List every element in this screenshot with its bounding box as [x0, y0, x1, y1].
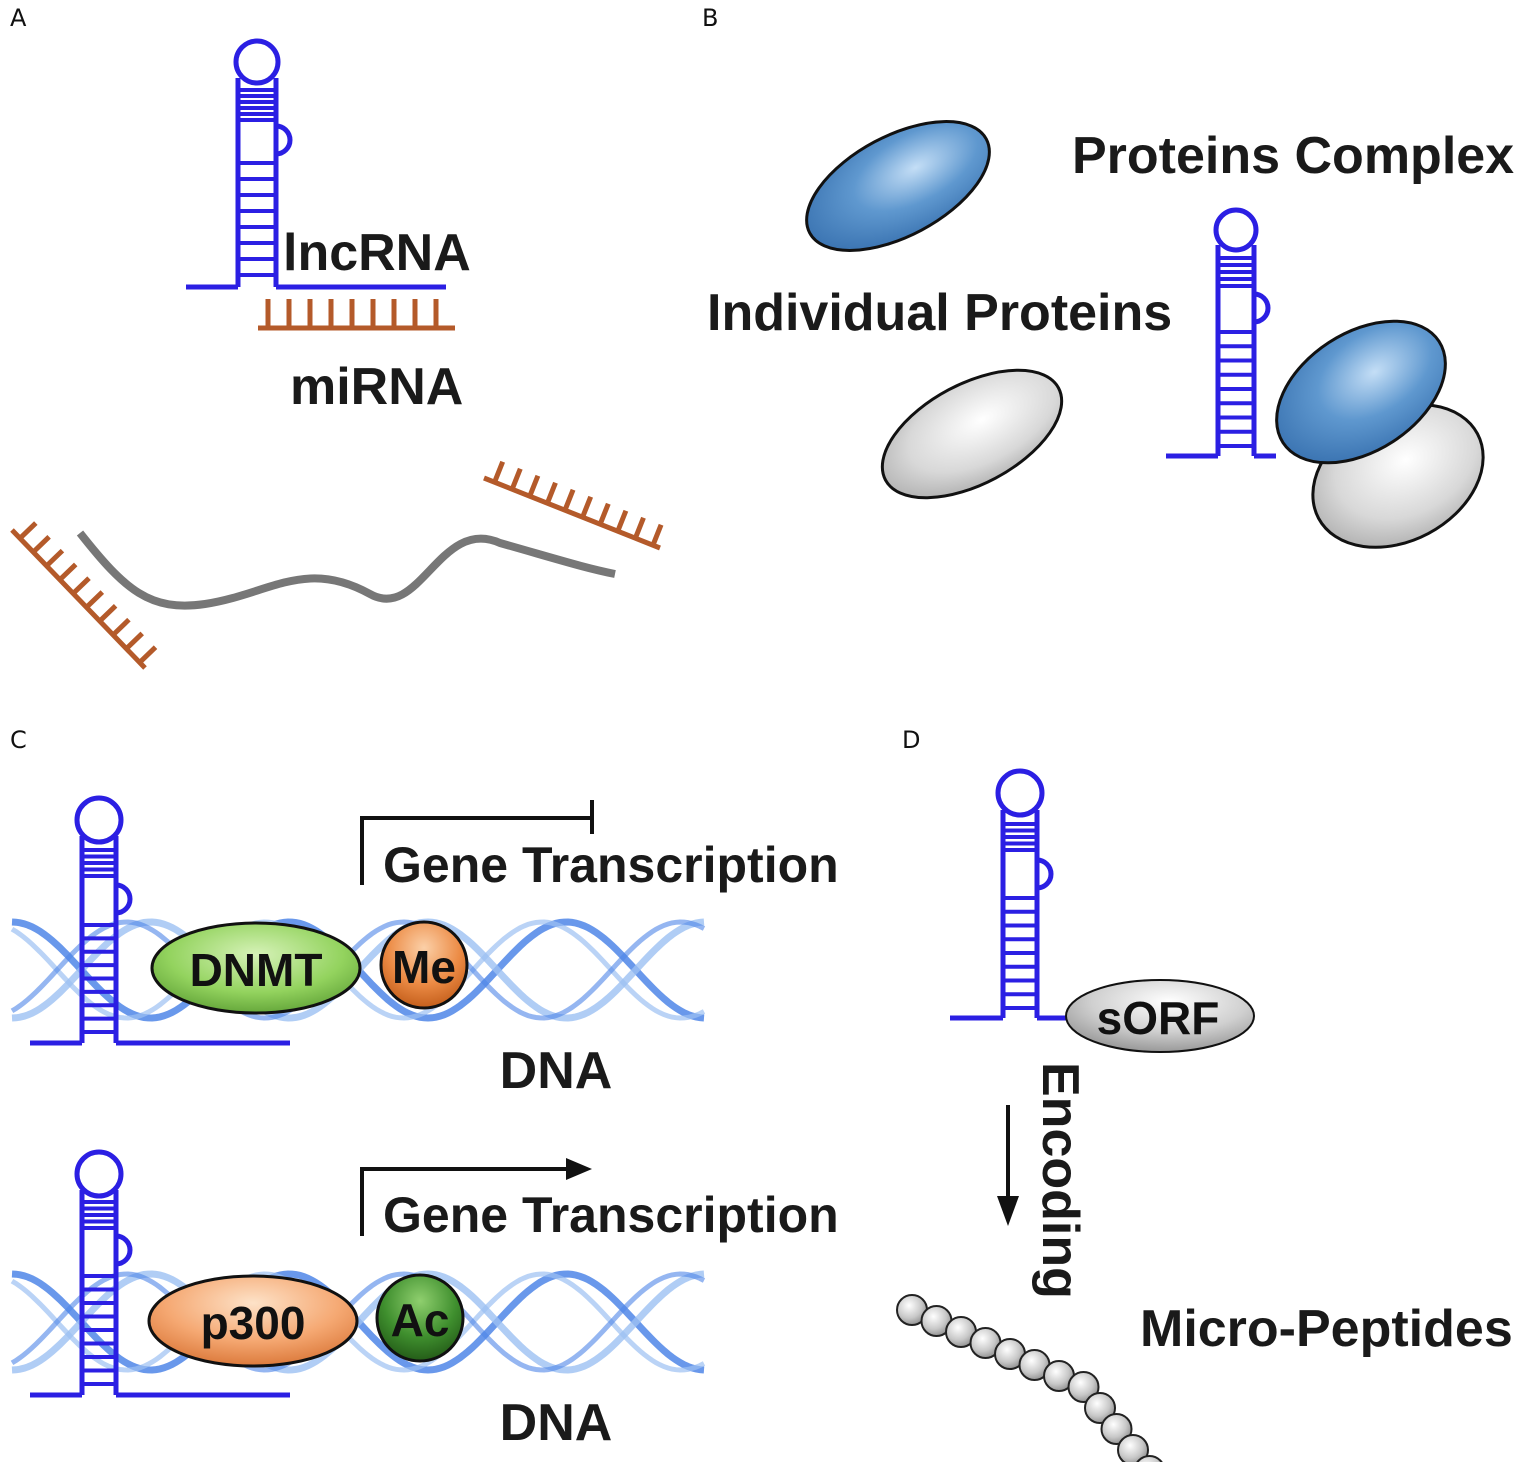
- panel-b-letter: B: [702, 4, 718, 32]
- dna-strand: [10, 1271, 706, 1373]
- target-rna-strand: [76, 530, 616, 610]
- mirna-base: [98, 604, 118, 623]
- mirna-base: [580, 495, 594, 519]
- amino-acid-bead: [1084, 1392, 1116, 1424]
- individual-proteins-label: Individual Proteins: [707, 284, 1172, 342]
- micro-peptide-chain: [896, 1294, 1163, 1462]
- amino-acid-bead: [1136, 1455, 1163, 1462]
- sorf-label: sORF: [1097, 992, 1220, 1044]
- mirna-base: [44, 548, 65, 568]
- lncrna-hairpin-c-top: [30, 795, 290, 1046]
- mirna-duplex: [258, 299, 455, 331]
- mirna-base: [58, 562, 78, 582]
- mirna-base: [18, 521, 38, 541]
- mirna-base: [111, 617, 131, 637]
- ac-mark: [375, 1273, 465, 1363]
- mirna-base: [597, 502, 611, 526]
- repression-arrow: [360, 800, 594, 885]
- p300-enzyme: [147, 1274, 359, 1368]
- mirna-base: [124, 631, 144, 651]
- mirna-base: [137, 645, 158, 665]
- panel-d: D sORF Encoding Micro-Peptides: [896, 726, 1513, 1462]
- mirna-label: miRNA: [290, 358, 463, 416]
- dnmt-enzyme: [150, 921, 362, 1015]
- complex-blue-protein: [1275, 319, 1447, 465]
- encoding-label: Encoding: [1031, 1062, 1089, 1299]
- gene-transcription-label-bottom: Gene Transcription: [383, 1187, 839, 1243]
- activation-arrow: [360, 1158, 592, 1236]
- lncrna-label: lncRNA: [283, 224, 471, 282]
- panel-c-letter: C: [10, 726, 27, 754]
- mirna-left-duplex: [10, 521, 158, 670]
- mirna-base: [633, 516, 646, 540]
- mirna-base: [562, 488, 576, 512]
- mirna-base: [84, 590, 105, 610]
- mirna-base: [527, 474, 541, 498]
- dna-label-bottom: DNA: [500, 1394, 613, 1452]
- proteins-complex-label: Proteins Complex: [1072, 127, 1514, 185]
- encoding-arrow: [997, 1105, 1019, 1226]
- panel-d-letter: D: [902, 726, 920, 754]
- me-mark: [379, 920, 469, 1010]
- amino-acid-bead: [1117, 1434, 1149, 1462]
- grey-protein: [880, 368, 1064, 500]
- panel-a-letter: A: [10, 4, 27, 32]
- panel-c: C DNMT Me Gene Transcription DNA: [10, 726, 839, 1452]
- blue-protein: [805, 120, 991, 252]
- mirna-right-duplex: [483, 460, 664, 551]
- mirna-base: [615, 509, 629, 533]
- p300-label: p300: [201, 1297, 306, 1349]
- lncrna-hairpin-d: [950, 768, 1080, 1021]
- mirna-base: [545, 481, 558, 505]
- amino-acid-bead: [1067, 1371, 1100, 1403]
- gene-transcription-label-top: Gene Transcription: [383, 837, 839, 893]
- lncrna-hairpin-c-bottom: [30, 1149, 290, 1398]
- micro-peptides-label: Micro-Peptides: [1140, 1300, 1513, 1358]
- dna-strand: [10, 919, 706, 1021]
- lncrna-hairpin-a: [186, 38, 446, 290]
- dna-strand: [10, 919, 706, 1021]
- mirna-base: [650, 523, 664, 547]
- mirna-base: [509, 467, 523, 491]
- amino-acid-bead: [1100, 1413, 1133, 1445]
- panel-a: A lncRNA miRNA: [10, 4, 664, 670]
- dna-strand: [10, 1271, 706, 1373]
- mirna-base: [71, 576, 91, 596]
- sorf-element: [1065, 979, 1255, 1053]
- panel-b: B Proteins Complex Individual Proteins: [702, 4, 1514, 549]
- mirna-base: [492, 460, 506, 484]
- me-label: Me: [392, 941, 456, 993]
- dnmt-label: DNMT: [190, 944, 323, 996]
- mirna-base: [31, 535, 51, 554]
- lncrna-hairpin-b: [1166, 207, 1276, 459]
- dna-label-top: DNA: [500, 1042, 613, 1100]
- ac-label: Ac: [391, 1294, 450, 1346]
